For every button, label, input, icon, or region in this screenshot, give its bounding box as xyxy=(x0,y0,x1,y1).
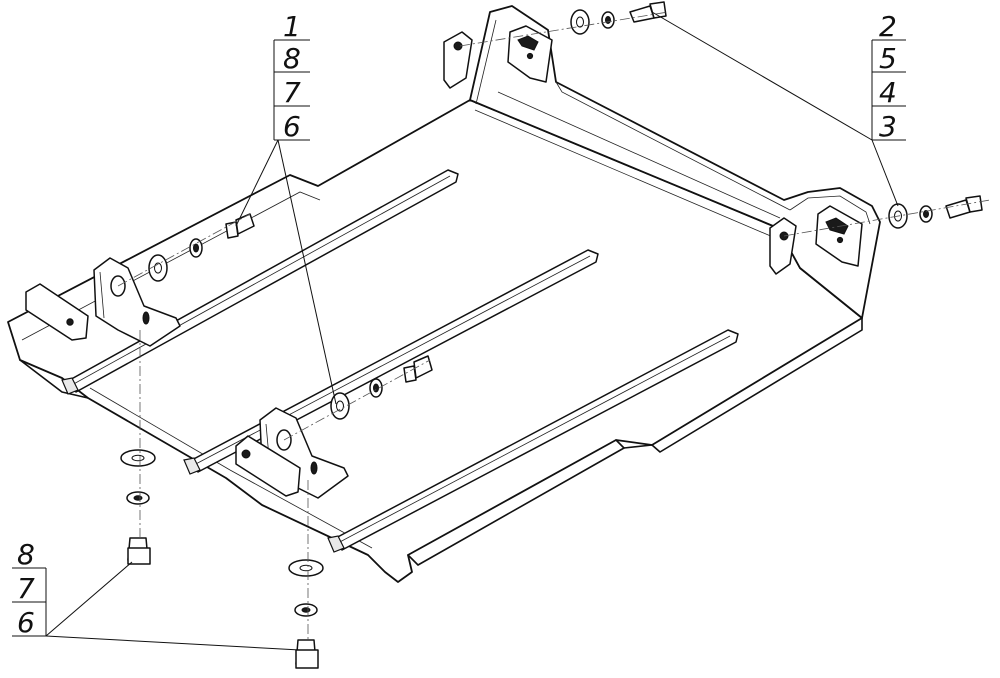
bolt-stack-bottom-left xyxy=(120,449,156,565)
callout-label: 6 xyxy=(283,110,301,143)
callout-label: 3 xyxy=(879,110,897,143)
callout-label: 5 xyxy=(879,42,897,75)
bolt-set-upper-left xyxy=(148,213,255,282)
bolt-stack-bottom-middle xyxy=(288,559,324,669)
callout-group-bottom-left: 8 7 6 xyxy=(12,538,301,651)
middle-strap xyxy=(235,435,301,497)
callout-label: 6 xyxy=(17,606,35,639)
rib-3 xyxy=(327,329,739,553)
callout-label: 8 xyxy=(17,538,35,571)
callout-label: 7 xyxy=(283,76,301,109)
callout-label: 8 xyxy=(283,42,301,75)
callout-label: 7 xyxy=(17,572,35,605)
front-left-strap xyxy=(25,283,89,341)
callout-label: 4 xyxy=(879,76,897,109)
bolt-set-rear-right xyxy=(888,195,983,229)
front-left-bracket xyxy=(93,257,181,347)
assembly-axes xyxy=(117,11,991,642)
callout-label: 1 xyxy=(283,10,301,43)
callout-group-top-left: 1 8 7 6 xyxy=(235,10,337,405)
bolt-set-rear-top xyxy=(570,1,667,35)
callout-label: 2 xyxy=(879,10,897,43)
callout-group-top-right: 2 5 4 3 xyxy=(651,10,906,207)
